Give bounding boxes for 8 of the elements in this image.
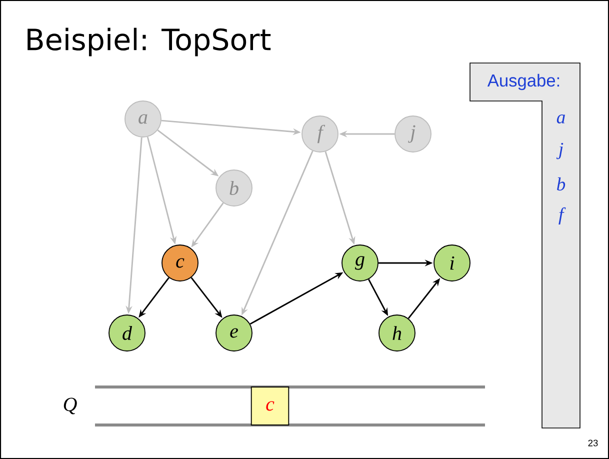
page-number: 23 (588, 440, 598, 446)
output-item: j (556, 142, 564, 160)
output-item: a (556, 114, 565, 124)
queue-label: Q (64, 398, 77, 414)
queue-cell: c (250, 386, 290, 426)
title: Beispiel: TopSort (28, 28, 271, 56)
output-item: f (558, 207, 566, 225)
output-item: b (557, 177, 566, 191)
